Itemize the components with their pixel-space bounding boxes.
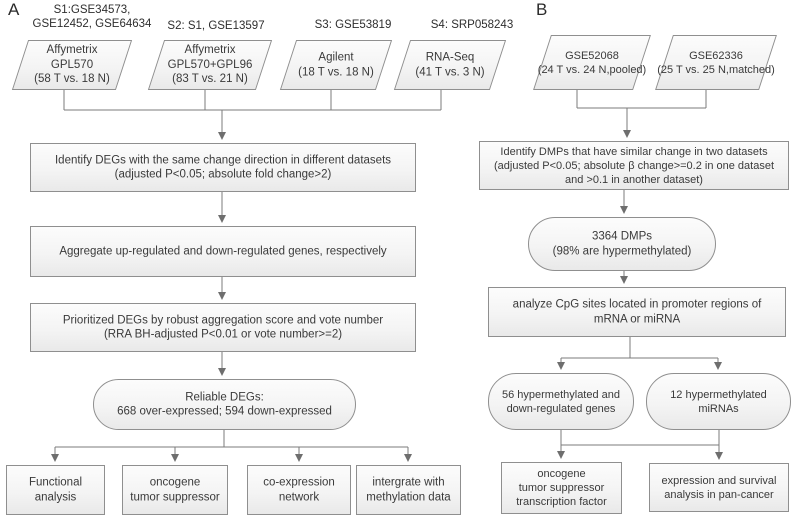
source-s3-parallelogram: Agilent (18 T vs. 18 N)	[279, 40, 393, 90]
step-identify-degs-text: Identify DEGs with the same change direc…	[54, 153, 392, 181]
step-analyze-cpg-text: analyze CpG sites located in promoter re…	[512, 298, 762, 325]
step-identify-dmps-box: Identify DMPs that have similar change i…	[479, 141, 789, 190]
source-s4-parallelogram: RNA-Seq (41 T vs. 3 N)	[393, 40, 507, 90]
output-oncogene-tf-box: oncogene tumor suppressor transcription …	[501, 462, 622, 514]
result-reliable-degs: Reliable DEGs: 668 over-expressed; 594 d…	[93, 379, 356, 430]
output-pancancer-analysis-text: expression and survival analysis in pan-…	[661, 474, 777, 501]
result-dmps: 3364 DMPs (98% are hypermethylated)	[528, 217, 716, 271]
output-functional-analysis-text: Functional analysis	[28, 476, 83, 503]
source-s2-text: Affymetrix GPL570+GPL96 (83 T vs. 21 N)	[167, 43, 253, 86]
output-oncogene-tf-text: oncogene tumor suppressor transcription …	[516, 467, 607, 509]
source-gse62336-parallelogram: GSE62336 (25 T vs. 25 N,matched)	[655, 35, 777, 90]
source-s4-text: RNA-Seq (41 T vs. 3 N)	[415, 51, 485, 78]
step-analyze-cpg-box: analyze CpG sites located in promoter re…	[488, 287, 786, 337]
finding-hypermethylated-genes-text: 56 hypermethylated and down-regulated ge…	[501, 388, 621, 415]
source-s1-text: Affymetrix GPL570 (58 T vs. 18 N)	[34, 43, 110, 86]
source-s4-tag: S4: SRP058243	[430, 19, 514, 31]
step-identify-dmps-text: Identify DMPs that have similar change i…	[493, 145, 774, 186]
step-aggregate-genes-box: Aggregate up-regulated and down-regulate…	[30, 226, 416, 277]
source-s2-tag: S2: S1, GSE13597	[167, 20, 265, 32]
source-gse52068-text: GSE52068 (24 T vs. 24 N,pooled)	[537, 49, 647, 76]
result-dmps-text: 3364 DMPs (98% are hypermethylated)	[552, 230, 692, 257]
output-integrate-methylation-box: intergrate with methylation data	[356, 465, 461, 515]
source-s1-parallelogram: Affymetrix GPL570 (58 T vs. 18 N)	[11, 40, 133, 90]
source-gse52068-parallelogram: GSE52068 (24 T vs. 24 N,pooled)	[533, 35, 651, 90]
output-pancancer-analysis-box: expression and survival analysis in pan-…	[649, 463, 789, 512]
source-s1-tag: S1:GSE34573, GSE12452, GSE64634	[32, 4, 152, 31]
source-s3-tag: S3: GSE53819	[314, 19, 392, 31]
output-oncogene-suppressor-box: oncogene tumor suppressor	[122, 465, 228, 515]
output-coexpression-network-box: co-expression network	[247, 465, 351, 515]
finding-hypermethylated-mirnas: 12 hypermethylated miRNAs	[646, 373, 791, 430]
finding-hypermethylated-genes: 56 hypermethylated and down-regulated ge…	[488, 373, 634, 430]
output-coexpression-network-text: co-expression network	[263, 476, 335, 503]
step-aggregate-genes-text: Aggregate up-regulated and down-regulate…	[59, 245, 387, 258]
step-identify-degs-box: Identify DEGs with the same change direc…	[30, 143, 416, 192]
output-integrate-methylation-text: intergrate with methylation data	[366, 476, 451, 503]
source-s3-text: Agilent (18 T vs. 18 N)	[298, 51, 374, 78]
source-gse62336-text: GSE62336 (25 T vs. 25 N,matched)	[657, 49, 775, 76]
result-reliable-degs-text: Reliable DEGs: 668 over-expressed; 594 d…	[117, 390, 332, 418]
output-oncogene-suppressor-text: oncogene tumor suppressor	[130, 476, 220, 503]
panel-b-label: B	[536, 0, 548, 19]
step-prioritize-degs-box: Prioritized DEGs by robust aggregation s…	[30, 303, 416, 352]
source-s2-parallelogram: Affymetrix GPL570+GPL96 (83 T vs. 21 N)	[147, 40, 273, 90]
panel-a-label: A	[8, 0, 20, 19]
finding-hypermethylated-mirnas-text: 12 hypermethylated miRNAs	[670, 388, 767, 415]
step-prioritize-degs-text: Prioritized DEGs by robust aggregation s…	[62, 313, 384, 341]
output-functional-analysis-box: Functional analysis	[6, 465, 105, 515]
